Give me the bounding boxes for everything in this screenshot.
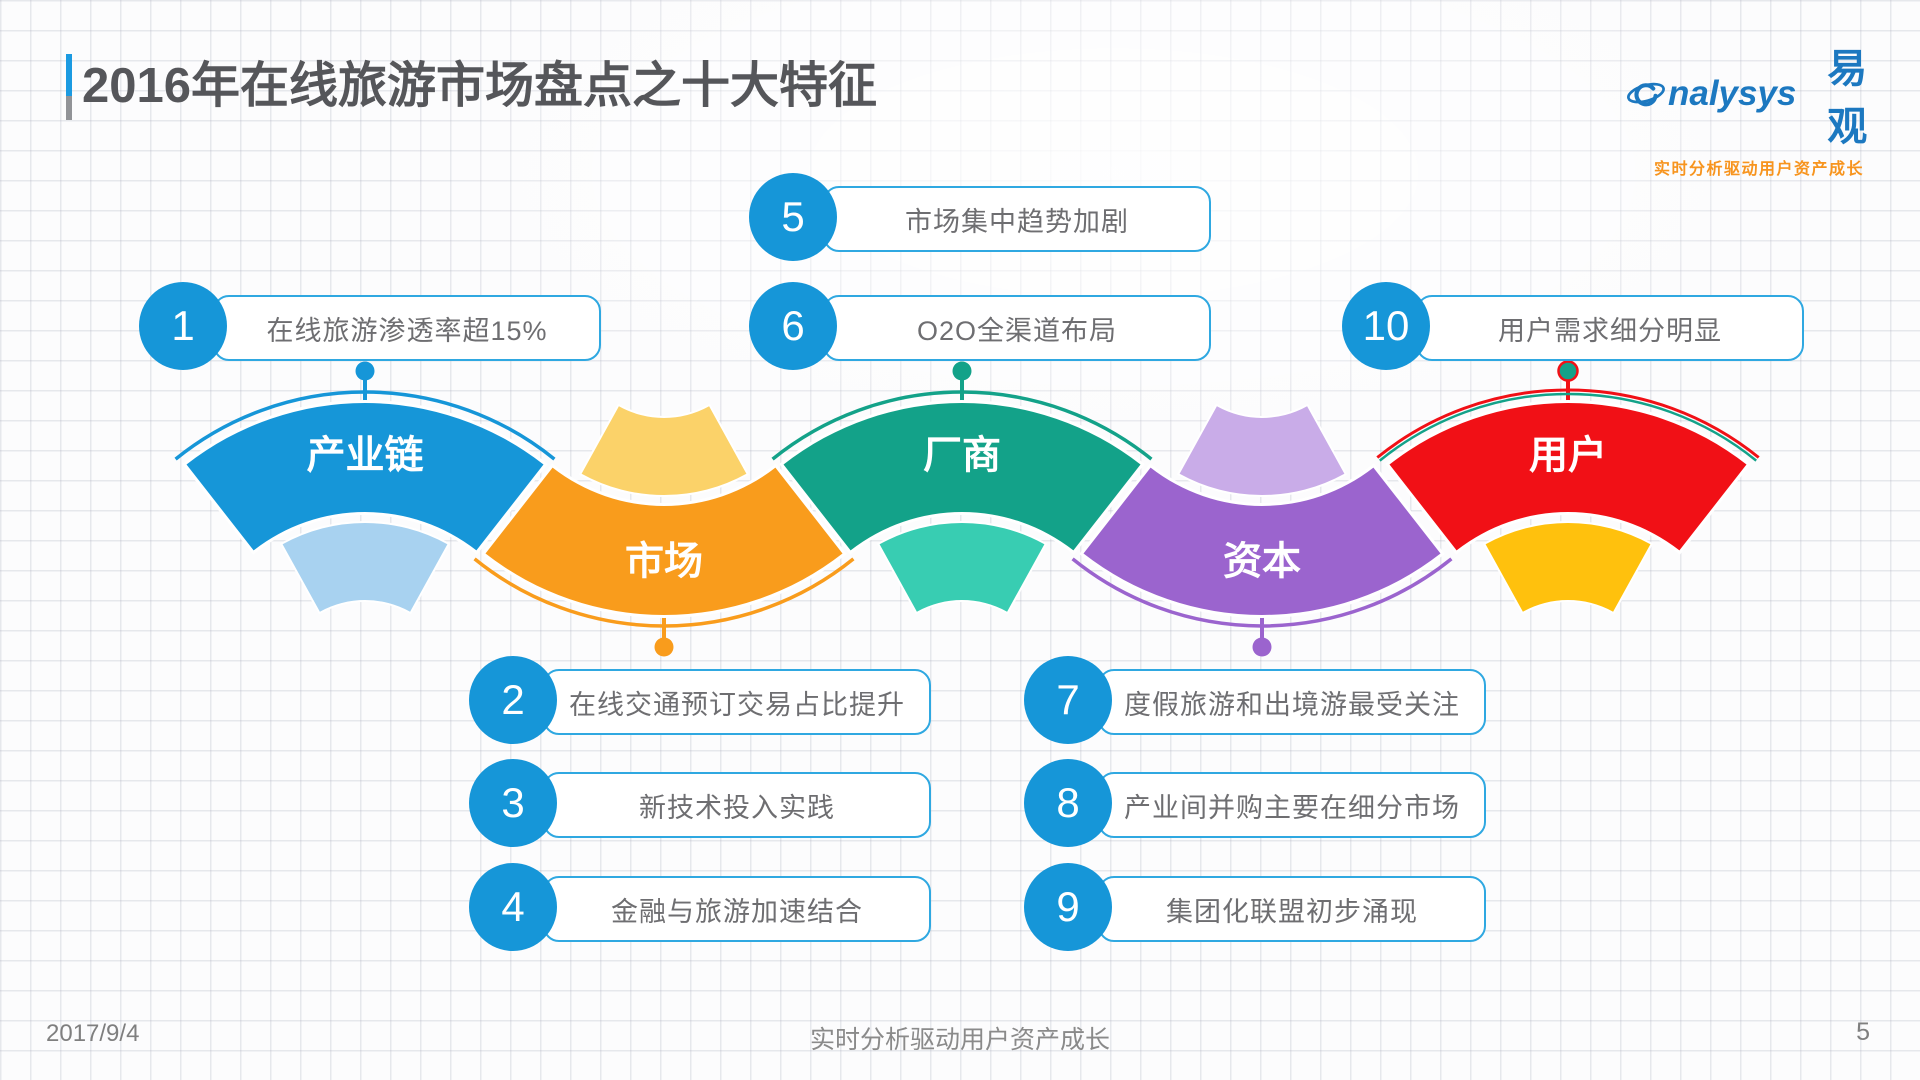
fan-accent-band: [876, 520, 1048, 615]
callout-label: 在线交通预订交易占比提升: [569, 689, 905, 720]
fan-产业链: 产业链: [174, 361, 556, 615]
callout-box: O2O全渠道布局: [823, 295, 1211, 361]
callout-box: 新技术投入实践: [543, 772, 931, 838]
fan-label: 厂商: [923, 435, 1001, 478]
callout-pill-1: 在线旅游渗透率超15% 1: [139, 282, 601, 370]
callout-box: 在线交通预订交易占比提升: [543, 669, 931, 735]
fan-main-band: [779, 400, 1145, 555]
callout-box: 用户需求细分明显: [1416, 295, 1804, 361]
fan-rim-arc: [771, 390, 1153, 461]
callout-box: 市场集中趋势加剧: [823, 186, 1211, 252]
callout-number-badge: 6: [749, 282, 837, 370]
callout-label: 在线旅游渗透率超15%: [266, 315, 548, 346]
callout-pill-6: O2O全渠道布局 6: [749, 282, 1211, 370]
fan-leader-dot: [355, 361, 375, 381]
callout-box: 产业间并购主要在细分市场: [1098, 772, 1486, 838]
callout-number-badge: 8: [1024, 759, 1112, 847]
fan-label: 产业链: [306, 435, 423, 478]
callout-box: 在线旅游渗透率超15%: [213, 295, 601, 361]
analysys-logo: nalysys 易观 实时分析驱动用户资产成长: [1626, 36, 1892, 179]
fan-rim-arc: [1071, 557, 1453, 628]
title-bar-gray-segment: [66, 96, 72, 120]
callout-number-badge: 9: [1024, 863, 1112, 951]
callout-box: 度假旅游和出境游最受关注: [1098, 669, 1486, 735]
fan-label: 资本: [1223, 541, 1301, 584]
fan-厂商: 厂商: [771, 361, 1153, 615]
callout-label: 用户需求细分明显: [1498, 315, 1722, 346]
fan-leader-dot: [654, 637, 674, 657]
title-bar-blue-segment: [66, 54, 72, 96]
callout-pill-4: 金融与旅游加速结合 4: [469, 863, 931, 951]
fan-main-band: [182, 400, 548, 555]
fan-市场: 市场: [473, 403, 855, 657]
brand-english: nalysys: [1667, 74, 1797, 113]
callout-label: O2O全渠道布局: [916, 315, 1118, 346]
callout-box: 集团化联盟初步涌现: [1098, 876, 1486, 942]
fan-accent-band: [279, 520, 451, 615]
fan-rim-arc: [174, 390, 556, 461]
callout-number-badge: 3: [469, 759, 557, 847]
page-number: 5: [1856, 1018, 1870, 1046]
brand-chinese: 易观: [1827, 47, 1874, 149]
fan-资本: 资本: [1071, 403, 1453, 657]
fan-leader-dot: [1557, 360, 1579, 382]
callout-number-badge: 10: [1342, 282, 1430, 370]
fan-rim-arc-outer: [1376, 388, 1760, 459]
footer-slogan: 实时分析驱动用户资产成长: [809, 1026, 1110, 1054]
callout-number-badge: 4: [469, 863, 557, 951]
callout-label: 度假旅游和出境游最受关注: [1124, 689, 1460, 720]
fan-label: 市场: [625, 541, 703, 584]
callout-pill-2: 在线交通预订交易占比提升 2: [469, 656, 931, 744]
fan-accent-band: [1482, 520, 1654, 615]
fan-leader-dot: [1252, 637, 1272, 657]
fan-main-band: [1079, 463, 1445, 618]
callout-label: 金融与旅游加速结合: [611, 896, 863, 927]
analysys-logo-row: nalysys 易观: [1626, 36, 1892, 152]
fan-accent-band: [578, 403, 750, 498]
callout-label: 集团化联盟初步涌现: [1166, 896, 1418, 927]
fan-main-band: [1385, 400, 1751, 555]
callout-label: 产业间并购主要在细分市场: [1124, 792, 1460, 823]
fan-rim-arc: [473, 557, 855, 628]
callout-number-badge: 7: [1024, 656, 1112, 744]
callout-number-badge: 1: [139, 282, 227, 370]
fan-用户: 用户: [1376, 360, 1760, 615]
callout-pill-9: 集团化联盟初步涌现 9: [1024, 863, 1486, 951]
callout-number-badge: 2: [469, 656, 557, 744]
footer-date: 2017/9/4: [46, 1020, 140, 1047]
callout-label: 市场集中趋势加剧: [905, 206, 1129, 237]
callout-pill-3: 新技术投入实践 3: [469, 759, 931, 847]
page-title: 2016年在线旅游市场盘点之十大特征: [82, 59, 878, 113]
callout-pill-10: 用户需求细分明显 10: [1342, 282, 1804, 370]
fan-rim-arc-inner: [1379, 392, 1757, 462]
callout-number-badge: 5: [749, 173, 837, 261]
callout-pill-8: 产业间并购主要在细分市场 8: [1024, 759, 1486, 847]
callout-pill-7: 度假旅游和出境游最受关注 7: [1024, 656, 1486, 744]
fan-main-band: [481, 463, 847, 618]
callout-box: 金融与旅游加速结合: [543, 876, 931, 942]
callout-pill-5: 市场集中趋势加剧 5: [749, 173, 1211, 261]
fan-accent-band: [1176, 403, 1348, 498]
title-accent-bar: [66, 54, 72, 120]
logo-tagline: 实时分析驱动用户资产成长: [1653, 161, 1864, 178]
fan-leader-dot: [952, 361, 972, 381]
analysys-orbit-icon: [1627, 82, 1665, 107]
callout-label: 新技术投入实践: [639, 792, 835, 823]
fan-label: 用户: [1529, 435, 1607, 478]
